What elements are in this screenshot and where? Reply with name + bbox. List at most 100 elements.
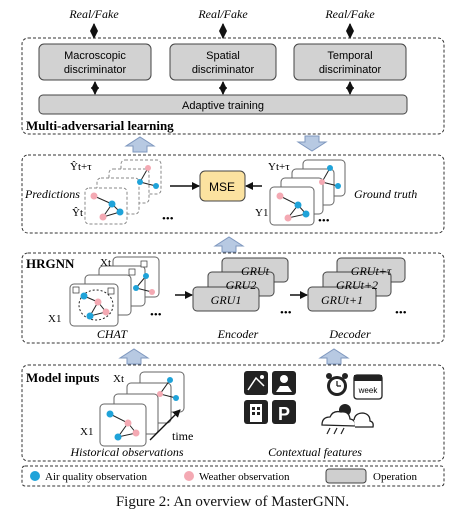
svg-text:P: P: [278, 404, 290, 424]
macroscopic-discriminator-label: Macroscopic: [64, 50, 126, 62]
predictions-label: Predictions: [24, 187, 80, 201]
svg-text:•••: •••: [150, 309, 162, 321]
temporal-discriminator-label-2: discriminator: [319, 64, 382, 76]
svg-text:•••: •••: [280, 307, 292, 319]
output-label-macro: Real/Fake: [68, 7, 119, 21]
spatial-discriminator-label-2: discriminator: [192, 64, 255, 76]
prediction-stack: •••: [84, 159, 174, 225]
node-air: [335, 183, 341, 189]
legend-weather-label: Weather observation: [199, 471, 290, 483]
map-icon: [244, 371, 268, 395]
time-label: time: [172, 429, 193, 443]
parking-icon: P: [272, 400, 296, 424]
encoder-label: Encoder: [217, 327, 259, 341]
node-air: [106, 410, 114, 418]
weather-icon: [321, 404, 374, 435]
output-label-spatial: Real/Fake: [197, 7, 248, 21]
macroscopic-discriminator-label-2: discriminator: [64, 64, 127, 76]
building-icon: [244, 400, 268, 424]
node-weather: [94, 298, 102, 306]
node-air: [294, 201, 302, 209]
legend-operation-label: Operation: [373, 471, 417, 483]
inputs-xt-label: Xt: [113, 373, 124, 385]
encoder-gru-t: GRUt: [241, 264, 270, 278]
node-weather: [145, 165, 151, 171]
calendar-text: week: [358, 386, 379, 395]
adaptive-training-box: [38, 94, 408, 115]
section-predictions: [21, 154, 445, 234]
legend-operation-swatch: [325, 468, 367, 484]
svg-text:•••: •••: [395, 307, 407, 319]
node-air: [153, 183, 159, 189]
node-air: [86, 312, 94, 320]
node-weather: [149, 289, 155, 295]
encoder-stack: •••: [192, 257, 292, 319]
node-air: [327, 165, 333, 171]
node-air: [173, 395, 179, 401]
node-weather: [157, 391, 163, 397]
node-air: [116, 208, 124, 216]
node-air: [80, 292, 88, 300]
section-multi-adversarial: [21, 37, 445, 135]
decoder-label: Decoder: [328, 327, 371, 341]
node-weather: [284, 214, 292, 222]
legend-air-swatch: [30, 471, 40, 481]
decoder-stack: •••: [307, 257, 407, 319]
section-title-model-inputs: Model inputs: [26, 370, 99, 385]
section-title-multi-adversarial: Multi-adversarial learning: [26, 118, 174, 133]
flow-arrow-up-1: [124, 136, 156, 153]
poi-icon: [272, 371, 296, 395]
legend-weather-swatch: [184, 471, 194, 481]
node-weather: [132, 429, 140, 437]
node-air: [143, 273, 149, 279]
mse-label: MSE: [209, 180, 235, 194]
node-weather: [124, 419, 132, 427]
section-hrgnn: [21, 252, 445, 344]
encoder-gru-2: GRU2: [226, 278, 257, 292]
chat-xt-label: Xt: [100, 257, 111, 269]
node-air: [302, 210, 310, 218]
node-weather: [319, 179, 325, 185]
encoder-gru-1: GRU1: [211, 293, 242, 307]
historical-stack: [99, 371, 185, 447]
flow-arrow-up-2: [213, 236, 245, 253]
output-label-temporal: Real/Fake: [324, 7, 375, 21]
temporal-discriminator-box: [293, 43, 407, 81]
svg-text:•••: •••: [162, 213, 174, 225]
chat-label: CHAT: [97, 327, 129, 341]
section-title-hrgnn: HRGNN: [26, 256, 75, 271]
flow-arrow-up-4: [318, 348, 350, 365]
ground-truth-label: Ground truth: [354, 187, 417, 201]
node-air: [137, 179, 143, 185]
ground-truth-stack: •••: [269, 159, 346, 227]
legend-box: [21, 465, 445, 487]
section-model-inputs: [21, 364, 445, 462]
alarm-clock-icon: [326, 373, 348, 396]
flow-arrow-up-3: [118, 348, 150, 365]
macroscopic-discriminator-box: [38, 43, 152, 81]
chat-x1-label: X1: [48, 313, 61, 325]
inputs-x1-label: X1: [80, 426, 93, 438]
svg-text:•••: •••: [318, 215, 330, 227]
historical-observations-label: Historical observations: [70, 445, 184, 459]
node-weather: [99, 213, 107, 221]
decoder-gru-t-2: GRUt+2: [336, 278, 378, 292]
temporal-discriminator-label: Temporal: [327, 50, 372, 62]
flow-arrow-down-1: [296, 135, 328, 152]
ground-truth-top-label: Yt+τ: [268, 161, 290, 173]
spatial-discriminator-box: [169, 43, 277, 81]
node-weather: [102, 308, 110, 316]
chat-stack: •••: [69, 256, 162, 327]
node-air: [167, 377, 173, 383]
node-weather: [90, 192, 98, 200]
decoder-gru-t-1: GRUt+1: [321, 293, 363, 307]
figure-caption: Figure 2: An overview of MasterGNN.: [115, 494, 350, 510]
node-air: [114, 433, 122, 441]
node-air: [133, 285, 139, 291]
decoder-gru-t-tau: GRUt+τ: [351, 264, 392, 278]
calendar-icon: week: [353, 374, 383, 400]
node-air: [108, 200, 116, 208]
adaptive-training-label: Adaptive training: [182, 100, 264, 112]
prediction-bottom-label: Ŷt: [72, 207, 83, 219]
